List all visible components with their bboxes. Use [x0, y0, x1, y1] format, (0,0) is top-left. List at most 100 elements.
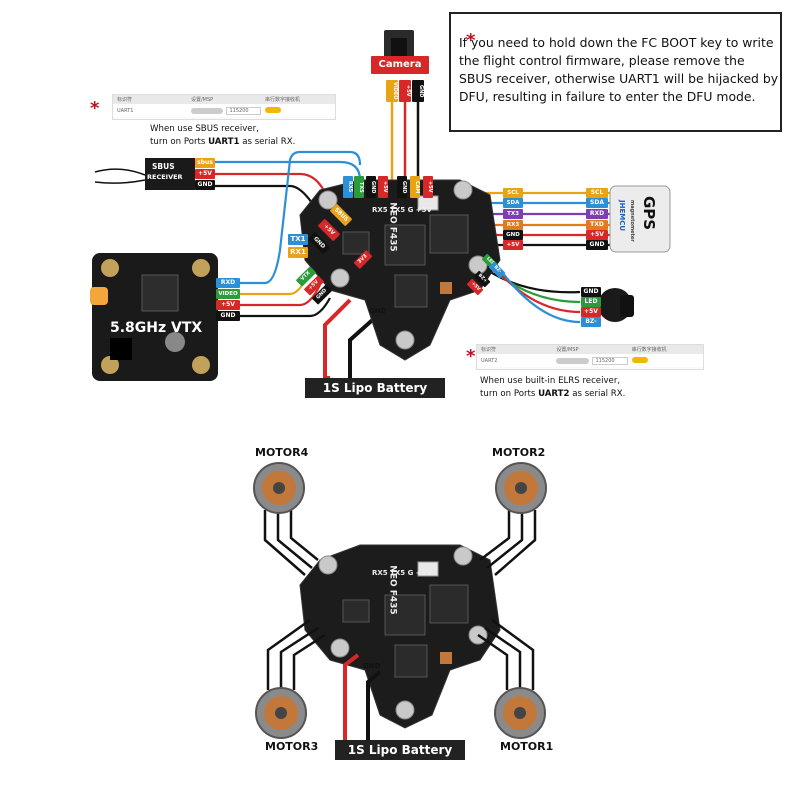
toggle-on-icon[interactable] — [631, 356, 648, 363]
ports2-row-toggle[interactable] — [628, 356, 703, 365]
fc-pin-tx3: TX3 — [503, 209, 523, 219]
camera-pin-gnd: GND — [412, 80, 424, 102]
fc-name-label: NEO F435 — [387, 202, 398, 252]
fc-top-row-label: RX5 TX5 G +5V — [372, 206, 432, 214]
motor3-wire-a — [266, 618, 311, 690]
fc-pin-rx1: RX1 — [288, 247, 308, 258]
elrs-instr-line1: When use built-in ELRS receiver, — [480, 376, 621, 386]
buzzer-pin-bz: BZ- — [581, 317, 601, 327]
ports-head-col3: 串行数字接收机 — [265, 97, 301, 103]
camera-pin-5v: +5V — [399, 80, 411, 102]
vtx-rxd-wire — [238, 150, 362, 285]
sbus-pin-gnd: GND — [195, 180, 215, 190]
fc-pin-sda: SDA — [503, 198, 523, 208]
motor1-wire-b — [484, 626, 522, 688]
gps-pin-scl: SCL — [586, 188, 608, 198]
camera-lens — [391, 38, 407, 58]
sbus-pin-sbus: sbus — [195, 158, 215, 168]
motor4-wire-a — [263, 510, 306, 576]
camera-pin-video: VIDEO — [386, 80, 398, 102]
motor1-wire-c — [491, 618, 535, 690]
gps-pin-rxd: RXD — [586, 209, 608, 219]
uart2-star-icon: * — [466, 346, 476, 367]
gps-module-icon — [609, 185, 671, 253]
fc-pin-gnd-1: GND — [366, 176, 376, 198]
battery-label-top: 1S Lipo Battery — [305, 378, 445, 398]
fc-pin-5v-right: +5V — [503, 240, 523, 250]
ports-head-col2: 设置/MSP — [191, 97, 214, 103]
fc-board-top — [299, 179, 501, 361]
motor2-icon — [495, 462, 547, 514]
fc-pin-scl: SCL — [503, 188, 523, 198]
fc-pin-cam: CAM — [410, 176, 420, 198]
ports-panel-uart1: 标识符 设置/MSP 串行数字接收机 UART1 115200 — [112, 94, 336, 120]
battery-black-lead-bottom — [366, 670, 382, 745]
baud-select[interactable]: 115200 — [591, 356, 628, 365]
warning-star-icon: * — [466, 30, 476, 51]
ports-row-value[interactable]: 115200 — [187, 106, 261, 115]
baud-select[interactable]: 115200 — [225, 106, 261, 115]
buzzer-icon — [598, 288, 634, 322]
motor2-wire-b — [486, 512, 524, 569]
vtx-pin-5v: +5V — [216, 300, 240, 310]
fc2-gnd-label: GND — [363, 662, 381, 670]
motor3-label: MOTOR3 — [265, 740, 319, 753]
fc-pin-5v-1: +5V — [378, 176, 388, 198]
motor2-label: MOTOR2 — [492, 446, 546, 459]
motor4-label: MOTOR4 — [255, 446, 309, 459]
toggle-off-icon[interactable] — [556, 357, 589, 364]
sbus-antenna-2 — [94, 179, 146, 184]
motor3-icon — [255, 687, 307, 739]
ports2-head-col2: 设置/MSP — [556, 347, 579, 353]
sbus-label-1: SBUS — [152, 162, 175, 171]
ports-panel-uart2: 标识符 设置/MSP 串行数字接收机 UART2 115200 — [476, 344, 704, 370]
motor1-label: MOTOR1 — [500, 740, 554, 753]
sbus-receiver-box — [145, 158, 195, 190]
motor2-wire-a — [479, 510, 511, 561]
gps-brand: JHEMCU — [618, 200, 626, 232]
buzzer-pin-led: LED — [581, 297, 601, 307]
battery-black-lead-top — [348, 313, 380, 378]
sbus-antenna-1 — [94, 168, 146, 176]
gps-pin-5v: +5V — [586, 230, 608, 240]
camera-label: Camera — [371, 56, 429, 74]
toggle-off-icon[interactable] — [191, 107, 223, 114]
warning-note-box — [449, 12, 782, 132]
ports2-head-col3: 串行数字接收机 — [631, 347, 667, 353]
fc-pin-rx5: RX5 — [343, 176, 353, 198]
sbus-instr-line1: When use SBUS receiver, — [150, 124, 259, 134]
buzzer-pin-gnd: GND — [581, 287, 601, 297]
fc-board-bottom — [299, 544, 501, 729]
vtx-pin-video: VIDEO — [216, 289, 240, 299]
motor1-wire-a — [477, 633, 509, 690]
fc-pin-gnd-right: GND — [503, 230, 523, 240]
fc2-name-label: NEO F435 — [387, 565, 398, 615]
buzzer-pin-5v: +5V — [581, 307, 601, 317]
vtx-pin-gnd: GND — [216, 311, 240, 321]
battery-label-bottom: 1S Lipo Battery — [335, 740, 465, 760]
gps-sublabel: magnetometer — [629, 200, 635, 242]
motor3-wire-c — [292, 633, 326, 690]
ports-row-id: UART1 — [117, 107, 134, 114]
motor4-wire-b — [276, 512, 313, 569]
ports-head-col1: 标识符 — [117, 97, 133, 103]
gps-pin-gnd: GND — [586, 240, 608, 250]
elrs-instr-line2: turn on Ports UART2 as serial RX. — [480, 389, 626, 399]
ports-row-toggle[interactable] — [261, 106, 335, 115]
sbus-instr-line2: turn on Ports UART1 as serial RX. — [150, 137, 296, 147]
battery-red-lead-top — [323, 298, 352, 380]
motor3-wire-b — [279, 626, 319, 688]
sbus-instruction: When use SBUS receiver, turn on Ports UA… — [150, 123, 295, 149]
fc-pin-5v-2: +5V — [423, 176, 433, 198]
toggle-on-icon[interactable] — [265, 106, 281, 113]
vtx-gnd-wire — [238, 297, 331, 318]
motor2-wire-c — [494, 510, 537, 576]
vtx-board-icon — [90, 253, 218, 381]
ports2-head-col1: 标识符 — [481, 347, 497, 353]
fc-pin-tx1: TX1 — [288, 234, 308, 245]
fc-pin-gnd-2: GND — [397, 176, 407, 198]
gps-pin-txd: TXD — [586, 220, 608, 230]
motor4-wire-c — [289, 510, 319, 561]
ports2-row-value[interactable]: 115200 — [552, 356, 628, 365]
fc-gnd-label: GND — [369, 307, 387, 315]
